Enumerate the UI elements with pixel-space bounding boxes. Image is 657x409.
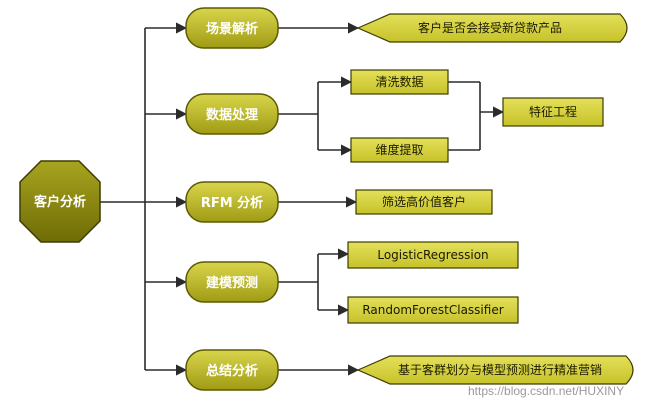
branch-node-summary: 总结分析 [185, 349, 279, 391]
leaf-clean-data: 清洗数据 [350, 69, 449, 95]
branch-label: 总结分析 [206, 363, 258, 379]
leaf-label: 清洗数据 [375, 74, 423, 89]
leaf-label: 客户是否会接受新贷款产品 [418, 20, 562, 35]
root-node: 客户分析 [19, 160, 101, 243]
leaf-rfm-result: 筛选高价值客户 [355, 189, 493, 215]
branch-node-scene: 场景解析 [185, 7, 279, 49]
leaf-dim-extract: 维度提取 [350, 137, 449, 163]
leaf-label: 筛选高价值客户 [382, 194, 466, 209]
branch-label: 建模预测 [206, 275, 258, 291]
leaf-label: RandomForestClassifier [362, 303, 503, 317]
branch-node-rfm: RFM 分析 [185, 181, 279, 223]
leaf-label: 基于客群划分与模型预测进行精准营销 [398, 362, 602, 377]
leaf-model-lr: LogisticRegression [347, 241, 519, 269]
watermark: https://blog.csdn.net/HUXINY [468, 384, 625, 398]
branch-label: 数据处理 [206, 107, 258, 123]
leaf-feature-eng: 特征工程 [502, 97, 604, 127]
branch-label: RFM 分析 [201, 195, 263, 211]
root-label: 客户分析 [34, 194, 86, 210]
leaf-label: LogisticRegression [377, 248, 488, 262]
leaf-model-rf: RandomForestClassifier [347, 296, 519, 324]
connectors [100, 22, 505, 376]
branch-node-modeling: 建模预测 [185, 261, 279, 303]
leaf-label: 特征工程 [529, 104, 577, 119]
branch-label: 场景解析 [206, 21, 258, 37]
leaf-scene-result: 客户是否会接受新贷款产品 [356, 13, 628, 43]
leaf-summary-result: 基于客群划分与模型预测进行精准营销 [356, 355, 634, 385]
branch-node-data-processing: 数据处理 [185, 93, 279, 135]
leaf-label: 维度提取 [375, 142, 423, 157]
